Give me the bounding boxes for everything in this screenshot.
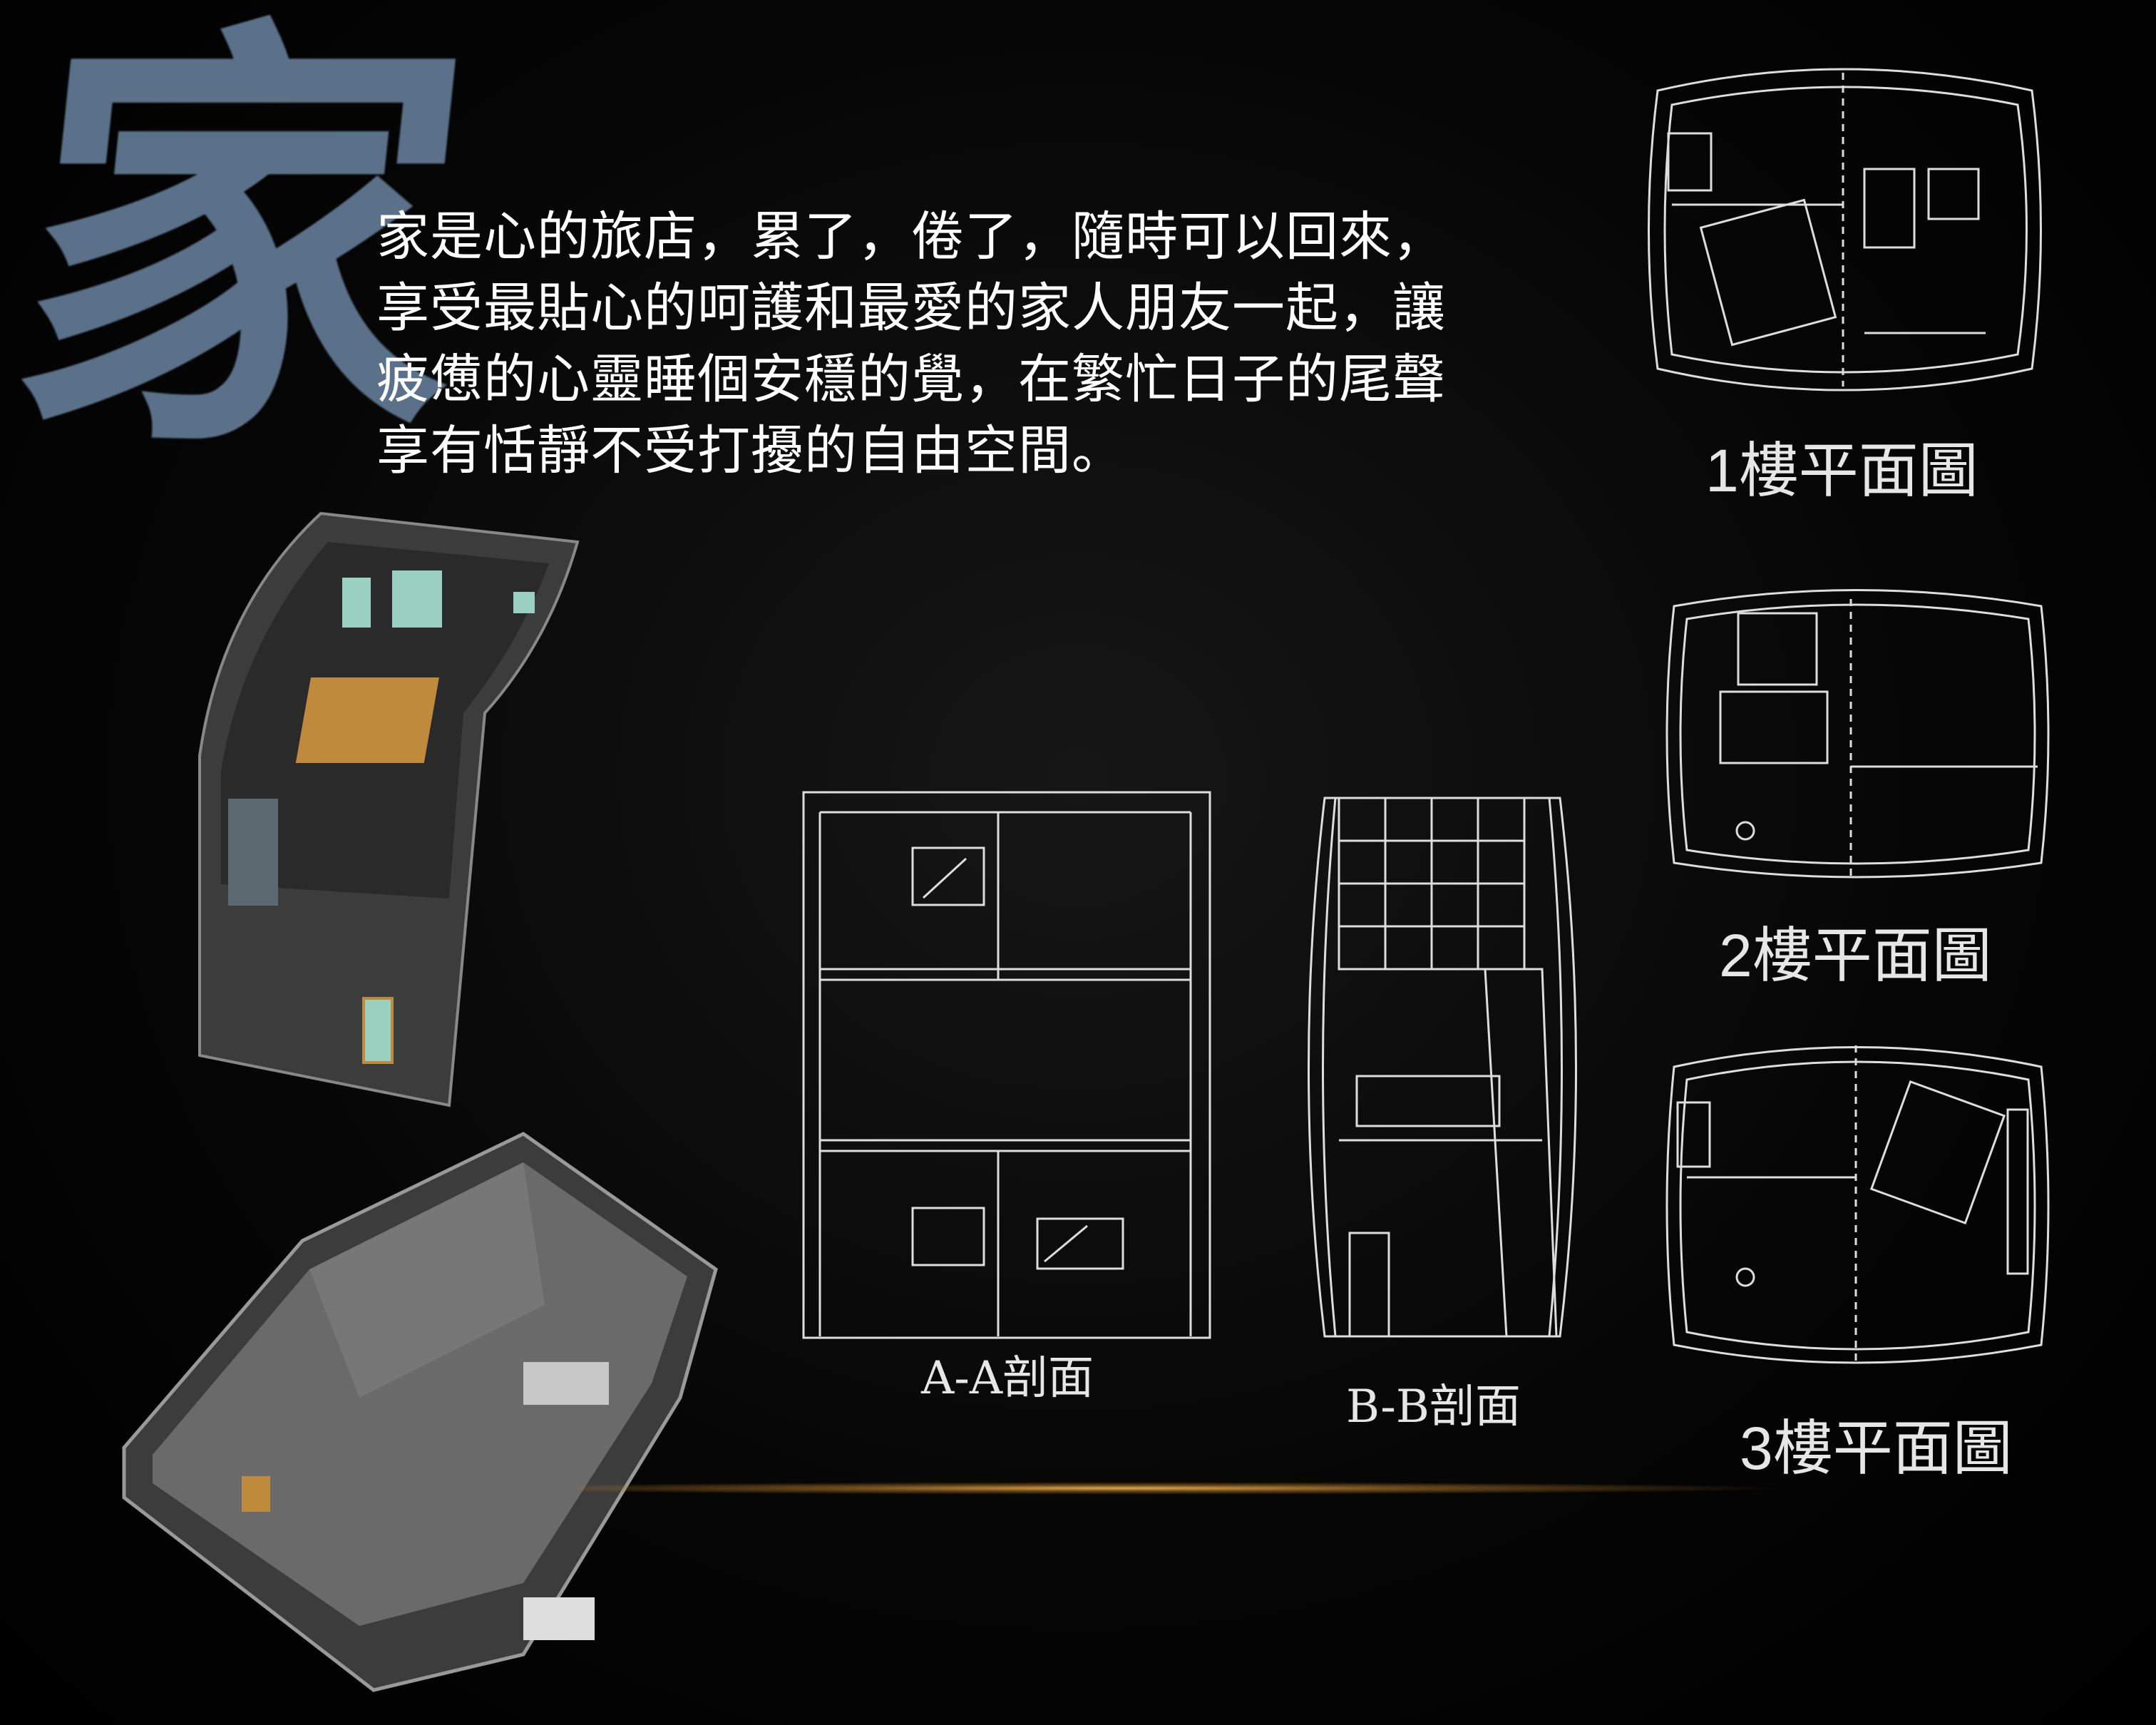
paragraph-line: 家是心的旅店，累了，倦了，隨時可以回來， bbox=[376, 206, 1446, 267]
section-b-b-drawing bbox=[1308, 797, 1577, 1338]
3d-model-section-view bbox=[198, 511, 580, 1107]
calligraphy-title: 家 bbox=[0, 0, 491, 542]
3d-model-floor-view bbox=[122, 1132, 718, 1692]
floor-plan-3-label: 3樓平面圖 bbox=[1740, 1415, 2013, 1482]
section-a-a-label: A-A剖面 bbox=[921, 1352, 1094, 1405]
paragraph-line: 享有恬靜不受打擾的自由空間。 bbox=[376, 420, 1125, 481]
intro-paragraph: 家是心的旅店，累了，倦了，隨時可以回來， 享受最貼心的呵護和最愛的家人朋友一起，… bbox=[376, 201, 1631, 486]
floor-plan-3 bbox=[1665, 1045, 2050, 1366]
floor-plan-1-label: 1樓平面圖 bbox=[1705, 437, 1978, 504]
floor-plan-1 bbox=[1648, 68, 2042, 391]
section-b-b-label: B-B剖面 bbox=[1346, 1381, 1521, 1433]
floor-plan-2 bbox=[1665, 589, 2050, 879]
gold-glow-line bbox=[578, 1482, 1790, 1495]
section-a-a-drawing bbox=[802, 791, 1211, 1339]
paragraph-line: 疲憊的心靈睡個安穩的覺，在繁忙日子的尾聲 bbox=[376, 349, 1446, 410]
paragraph-line: 享受最貼心的呵護和最愛的家人朋友一起，讓 bbox=[376, 277, 1446, 339]
floor-plan-2-label: 2樓平面圖 bbox=[1719, 922, 1992, 989]
